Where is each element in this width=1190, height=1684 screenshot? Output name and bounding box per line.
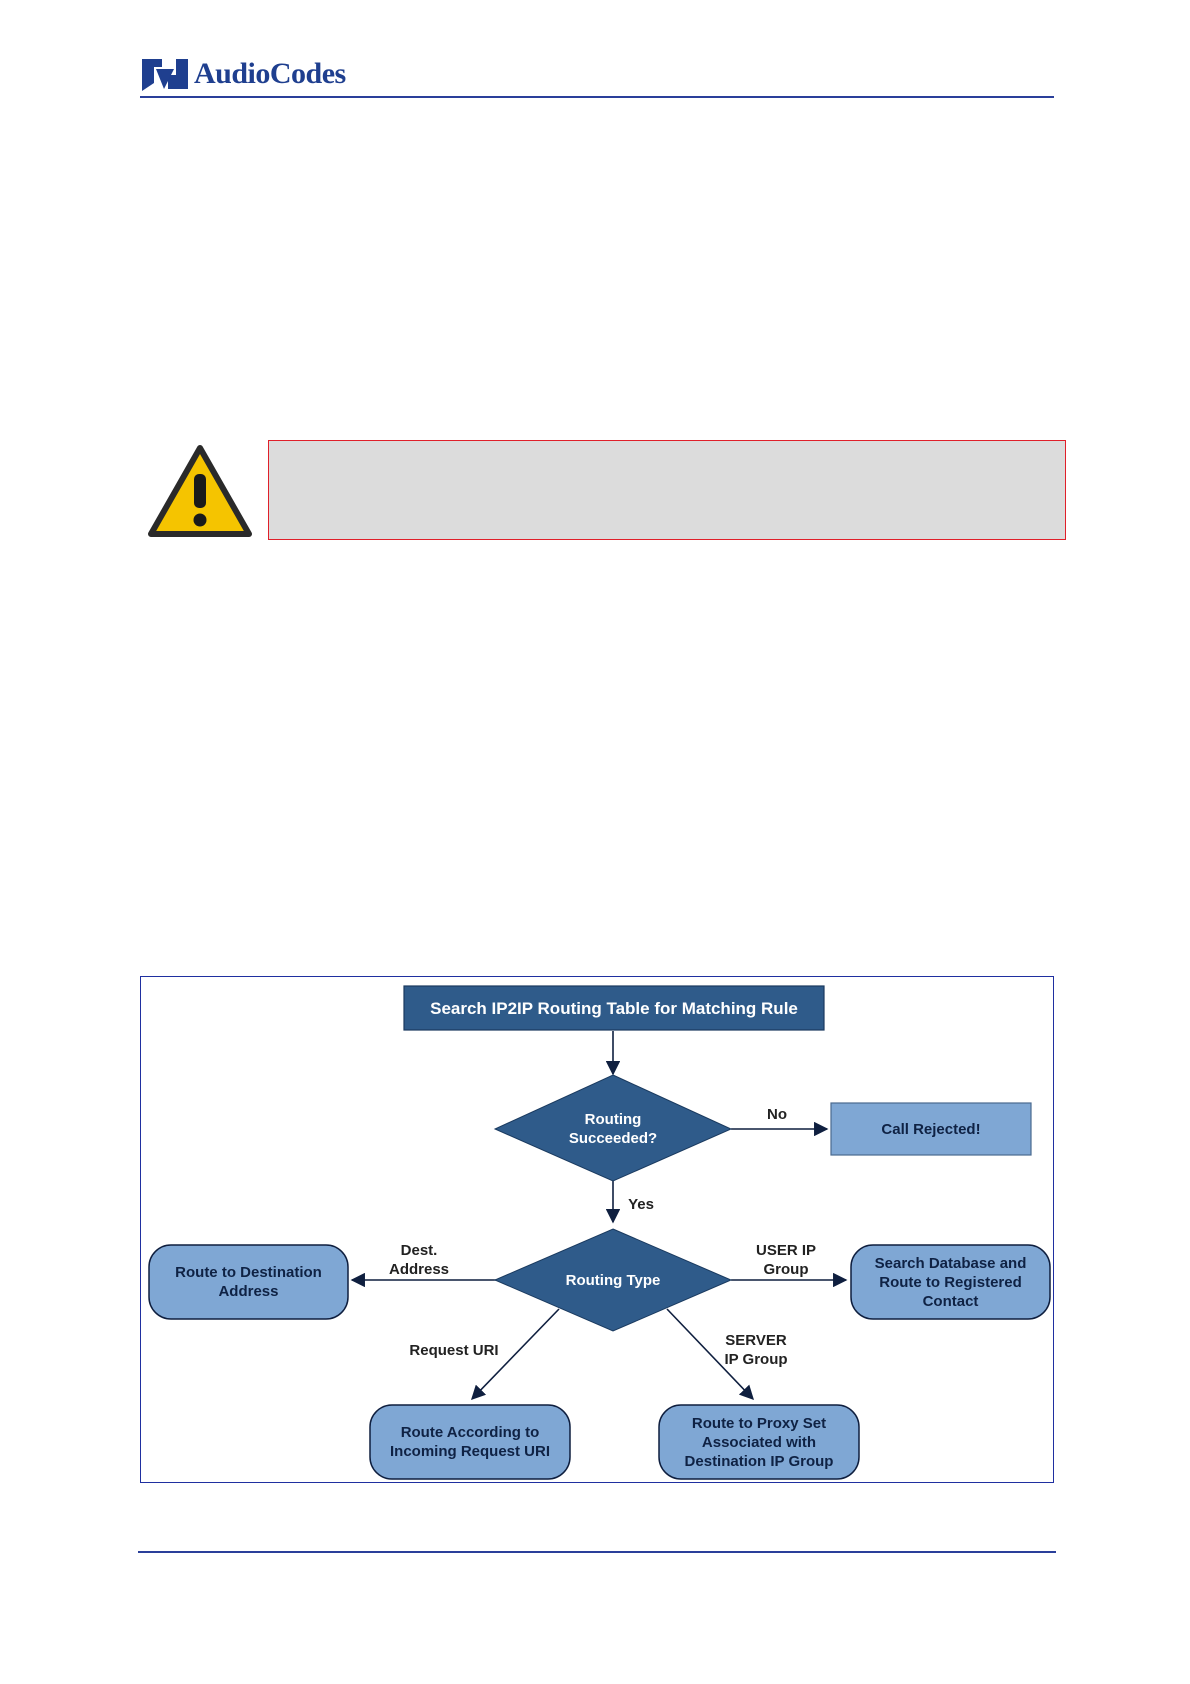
node-start [403, 985, 825, 1031]
edge-request-uri [470, 1308, 560, 1401]
header-rule [140, 96, 1054, 98]
node-search-database [850, 1244, 1051, 1320]
edge-label-request-uri: Request URI [409, 1342, 499, 1359]
call-rejected-label: Call Rejected! [881, 1120, 981, 1138]
flowchart-graphics [148, 985, 1051, 1480]
node-call-rejected [830, 1102, 1032, 1156]
route-incoming-label: Route According to Incoming Request URI [389, 1424, 550, 1460]
audiocodes-logo: AudioCodes [140, 54, 346, 94]
node-route-proxy [658, 1404, 860, 1480]
decision-type-label: Routing Type [565, 1271, 661, 1289]
edge-label-dest: Dest. Address [388, 1242, 450, 1278]
note-box [268, 440, 1066, 540]
node-decision-type [493, 1228, 733, 1332]
edge-server-ip [666, 1308, 754, 1401]
decision-routing-label: Routing Succeeded? [568, 1111, 658, 1147]
footer-rule [138, 1551, 1056, 1553]
edge-label-server-ip: SERVER IP Group [724, 1332, 788, 1368]
node-decision-routing [493, 1074, 733, 1182]
route-proxy-label: Route to Proxy Set Associated with Desti… [684, 1414, 834, 1470]
start-label: Search IP2IP Routing Table for Matching … [430, 998, 798, 1018]
route-destination-label: Route to Destination Address [175, 1264, 322, 1300]
node-route-destination [148, 1244, 349, 1320]
warning-icon [148, 445, 252, 537]
node-route-incoming [369, 1404, 571, 1480]
edge-label-no: No [767, 1106, 787, 1123]
search-database-label: Search Database and Route to Registered … [874, 1254, 1027, 1310]
brand-name: AudioCodes [194, 57, 346, 90]
logo-mark-icon [142, 59, 188, 91]
edge-label-yes: Yes [628, 1196, 654, 1213]
routing-flowchart: Search IP2IP Routing Table for Matching … [140, 976, 1054, 1483]
edge-label-user-ip: USER IP Group [755, 1242, 816, 1278]
